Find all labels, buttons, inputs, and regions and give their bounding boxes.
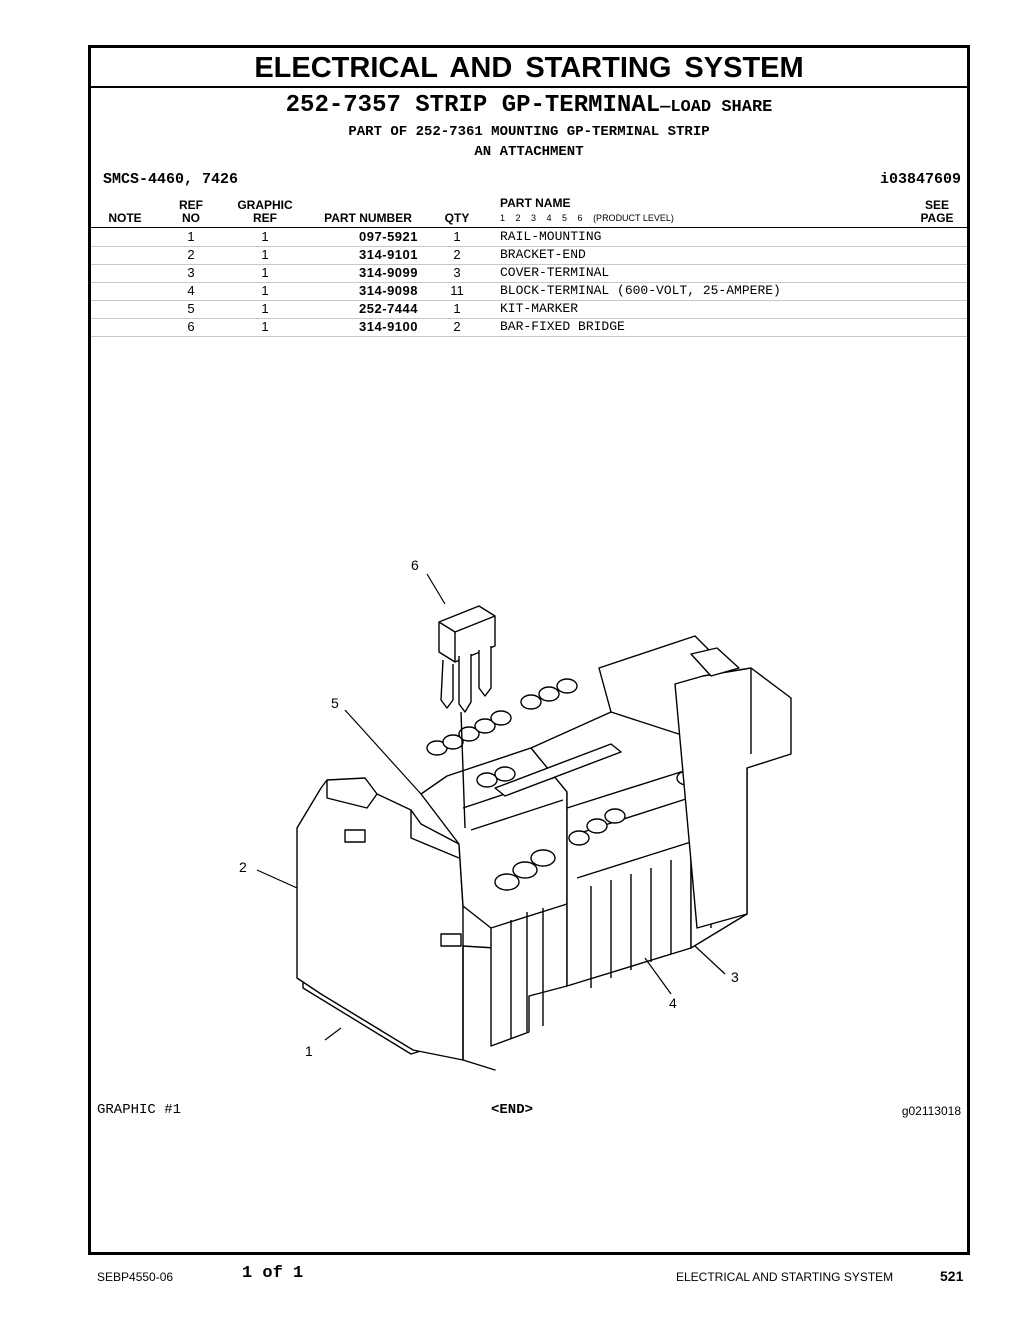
- ref-no: 2: [187, 247, 195, 262]
- part-name: BLOCK-TERMINAL (600-VOLT, 25-AMPERE): [500, 283, 781, 298]
- ref-no: 3: [187, 265, 195, 280]
- callout-5: 5: [331, 695, 339, 711]
- quantity: 1: [453, 229, 461, 244]
- section-title: ELECTRICAL AND STARTING SYSTEM: [91, 48, 967, 88]
- attachment-text: AN ATTACHMENT: [474, 144, 584, 160]
- graphic-ref: 1: [261, 319, 269, 334]
- header-note: NOTE: [108, 211, 142, 225]
- ref-no: 1: [187, 229, 195, 244]
- callout-4: 4: [669, 995, 677, 1011]
- table-row: 5 1 252-7444 1 KIT-MARKER: [91, 300, 967, 319]
- terminal-strip-drawing: 6 5 2 1 3 4: [239, 557, 792, 1071]
- footer-page-of: 1 of 1: [242, 1264, 304, 1283]
- header-see-bottom: PAGE: [920, 211, 954, 225]
- fixed-bridge-bar: [438, 605, 496, 663]
- callout-2: 2: [239, 859, 247, 875]
- graphic-ref: 1: [261, 247, 269, 262]
- part-name: RAIL-MOUNTING: [500, 229, 602, 244]
- part-number: 314-9099: [359, 265, 418, 280]
- graphic-ref: 1: [261, 283, 269, 298]
- header-ref-top: REF: [179, 198, 203, 212]
- part-name: BRACKET-END: [500, 247, 586, 262]
- part-name: BAR-FIXED BRIDGE: [500, 319, 625, 334]
- table-row: 3 1 314-9099 3 COVER-TERMINAL: [91, 264, 967, 283]
- callout-3: 3: [731, 969, 739, 985]
- header-part-name: PART NAME: [500, 196, 571, 210]
- header-rule: [91, 227, 967, 228]
- part-number: 314-9100: [359, 319, 418, 334]
- table-row: 6 1 314-9100 2 BAR-FIXED BRIDGE: [91, 318, 967, 337]
- header-graphic: GRAPHIC REF: [231, 199, 299, 225]
- ref-no: 4: [187, 283, 195, 298]
- graphic-id: g02113018: [901, 1104, 961, 1118]
- callout-6: 6: [411, 557, 419, 573]
- part-title-suffix: —LOAD SHARE: [660, 98, 773, 117]
- graphic-ref: 1: [261, 229, 269, 244]
- part-name: COVER-TERMINAL: [500, 265, 610, 280]
- part-number: 097-5921: [359, 229, 418, 244]
- quantity: 2: [453, 319, 461, 334]
- header-graphic-top: GRAPHIC: [237, 198, 293, 212]
- product-level-numbers: 1 2 3 4 5 6: [500, 213, 583, 223]
- part-name: KIT-MARKER: [500, 301, 579, 316]
- part-number: 314-9098: [359, 283, 418, 298]
- footer-section: ELECTRICAL AND STARTING SYSTEM: [676, 1270, 894, 1284]
- ref-no: 5: [187, 301, 195, 316]
- info-id: i03847609: [879, 171, 961, 188]
- header-graphic-bottom: REF: [253, 211, 277, 225]
- product-level-label: (PRODUCT LEVEL): [593, 213, 674, 223]
- quantity: 3: [453, 265, 461, 280]
- header-ref-bottom: NO: [182, 211, 200, 225]
- callout-1: 1: [305, 1043, 313, 1059]
- ref-no: 6: [187, 319, 195, 334]
- header-see-top: SEE: [924, 198, 949, 212]
- part-number: 314-9101: [359, 247, 418, 262]
- part-title: 252-7357 STRIP GP-TERMINAL—LOAD SHARE: [91, 92, 967, 119]
- table-row: 2 1 314-9101 2 BRACKET-END: [91, 246, 967, 265]
- quantity: 2: [453, 247, 461, 262]
- header-ref: REF NO: [171, 199, 211, 225]
- table-row: 4 1 314-9098 11 BLOCK-TERMINAL (600-VOLT…: [91, 282, 967, 301]
- graphic-ref: 1: [261, 265, 269, 280]
- graphic-label: GRAPHIC #1: [97, 1102, 182, 1118]
- header-part-number: PART NUMBER: [324, 211, 412, 225]
- product-levels: 1 2 3 4 5 6 (PRODUCT LEVEL): [500, 213, 674, 223]
- footer-page-number: 521: [940, 1268, 964, 1284]
- footer-doc-number: SEBP4550-06: [97, 1270, 174, 1284]
- graphic-ref: 1: [261, 301, 269, 316]
- quantity: 1: [453, 301, 461, 316]
- header-qty: QTY: [444, 211, 470, 225]
- page-frame: ELECTRICAL AND STARTING SYSTEM 252-7357 …: [88, 45, 970, 1255]
- table-row: 1 1 097-5921 1 RAIL-MOUNTING: [91, 228, 967, 247]
- header-see-page: SEE PAGE: [917, 199, 957, 225]
- quantity: 11: [450, 283, 464, 298]
- part-number: 252-7444: [359, 301, 418, 316]
- end-marker: <END>: [491, 1102, 534, 1118]
- part-title-main: 252-7357 STRIP GP-TERMINAL: [285, 92, 661, 119]
- marker-strip: [494, 743, 622, 797]
- part-of-text: PART OF 252-7361 MOUNTING GP-TERMINAL ST…: [348, 124, 710, 140]
- smcs-code: SMCS-4460, 7426: [103, 171, 239, 188]
